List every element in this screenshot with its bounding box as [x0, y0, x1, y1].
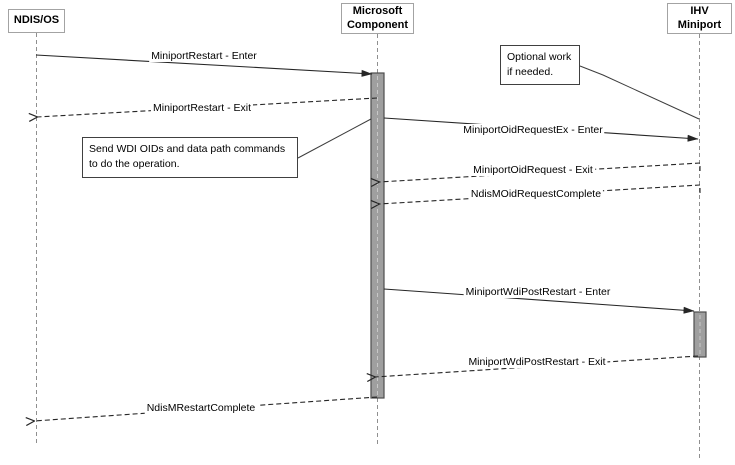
- message-label-ndis-m-restart-complete: NdisMRestartComplete: [144, 402, 258, 414]
- note-line1: Optional work: [507, 51, 572, 63]
- message-label-miniport-wdi-post-restart-exit: MiniportWdiPostRestart - Exit: [466, 356, 608, 368]
- note-callout-send-wdi-oids: [297, 118, 372, 159]
- actor-microsoft-component: Microsoft Component: [341, 3, 414, 34]
- note-send-wdi-oids: Send WDI OIDs and data path commands to …: [82, 137, 298, 178]
- message-line-miniport-oid-request-exit: [379, 162, 701, 182]
- actor-ndis-os: NDIS/OS: [8, 9, 65, 33]
- activation-microsoft-component: [370, 72, 385, 399]
- message-label-miniport-wdi-post-restart-enter: MiniportWdiPostRestart - Enter: [463, 286, 613, 298]
- activation-ihv-miniport: [693, 311, 707, 358]
- actor-label-line1: Microsoft: [352, 5, 403, 17]
- note-line2: if needed.: [507, 65, 554, 78]
- message-label-miniport-oid-request-ex-enter: MiniportOidRequestEx - Enter: [461, 124, 605, 136]
- message-label-miniport-restart-exit: MiniportRestart - Exit: [150, 102, 254, 114]
- message-line-miniport-wdi-post-restart-enter: [383, 288, 695, 314]
- actor-ihv-miniport: IHV Miniport: [667, 3, 732, 34]
- actor-label-line2: Miniport: [677, 18, 722, 31]
- note-line1: Send WDI OIDs and data path commands: [89, 143, 286, 155]
- actor-label: NDIS/OS: [13, 14, 60, 27]
- note-callout-optional-work: [579, 65, 700, 120]
- actor-label-line2: Component: [346, 18, 409, 31]
- message-line-ndis-m-oid-request-complete: [379, 184, 701, 204]
- message-label-ndis-m-oid-request-complete: NdisMOidRequestComplete: [468, 188, 604, 200]
- message-line-miniport-restart-enter: [35, 54, 373, 77]
- message-label-miniport-oid-request-exit: MiniportOidRequest - Exit: [471, 164, 595, 176]
- note-optional-work: Optional work if needed.: [500, 45, 580, 85]
- actor-label-line1: IHV: [690, 5, 709, 17]
- message-label-miniport-restart-enter: MiniportRestart - Enter: [149, 50, 259, 62]
- note-line2: to do the operation.: [89, 157, 180, 170]
